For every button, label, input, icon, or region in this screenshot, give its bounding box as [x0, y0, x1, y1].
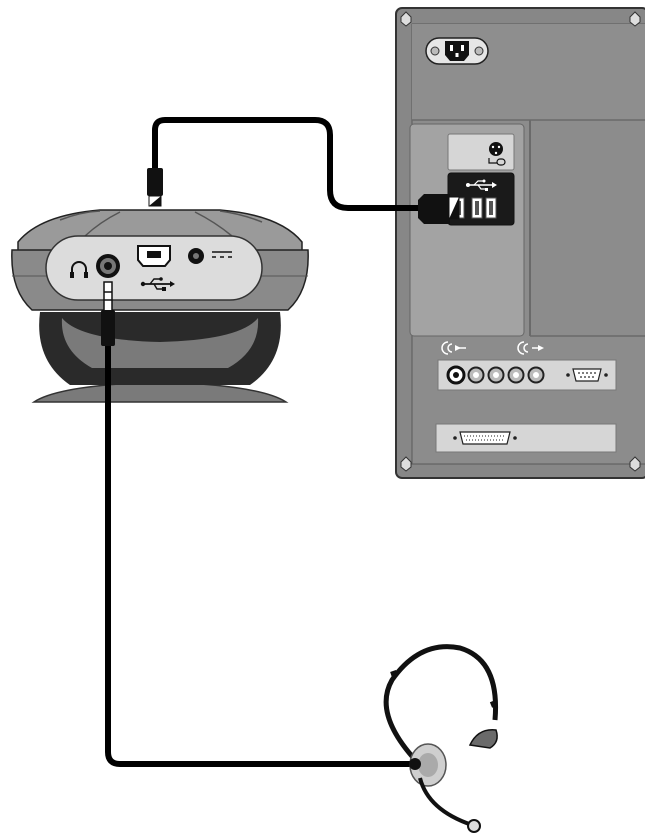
mouse-symbol-icon: [488, 158, 506, 166]
audio-jack[interactable]: [446, 365, 466, 385]
usb-symbol-icon: [466, 179, 497, 191]
audio-out-icon: [441, 341, 466, 355]
audio-in-icon: [517, 341, 544, 355]
parallel-port-icon[interactable]: [453, 431, 517, 445]
computer-back-panel: [395, 7, 645, 479]
screw-icon: [629, 456, 641, 472]
usb-cable: [147, 117, 460, 224]
audio-jack[interactable]: [507, 366, 525, 384]
usb-speaker-hub: [11, 209, 309, 403]
audio-jack[interactable]: [487, 366, 505, 384]
screw-icon: [629, 11, 641, 27]
power-socket-icon: [425, 37, 489, 65]
usb-port[interactable]: [485, 197, 497, 219]
dc-power-icon: [212, 251, 232, 258]
audio-jack[interactable]: [467, 366, 485, 384]
serial-port-icon[interactable]: [566, 368, 608, 382]
usb-port[interactable]: [471, 197, 483, 219]
screw-icon: [400, 11, 412, 27]
audio-cable: [101, 281, 412, 767]
usb-b-port[interactable]: [137, 245, 171, 267]
headphone-jack[interactable]: [96, 254, 120, 278]
usb-symbol-icon: [140, 277, 175, 291]
headphone-icon: [70, 261, 88, 278]
audio-jack[interactable]: [527, 366, 545, 384]
headset: [383, 644, 499, 833]
ps2-port-icon: [489, 142, 503, 156]
dc-power-jack[interactable]: [188, 248, 204, 264]
screw-icon: [400, 456, 412, 472]
